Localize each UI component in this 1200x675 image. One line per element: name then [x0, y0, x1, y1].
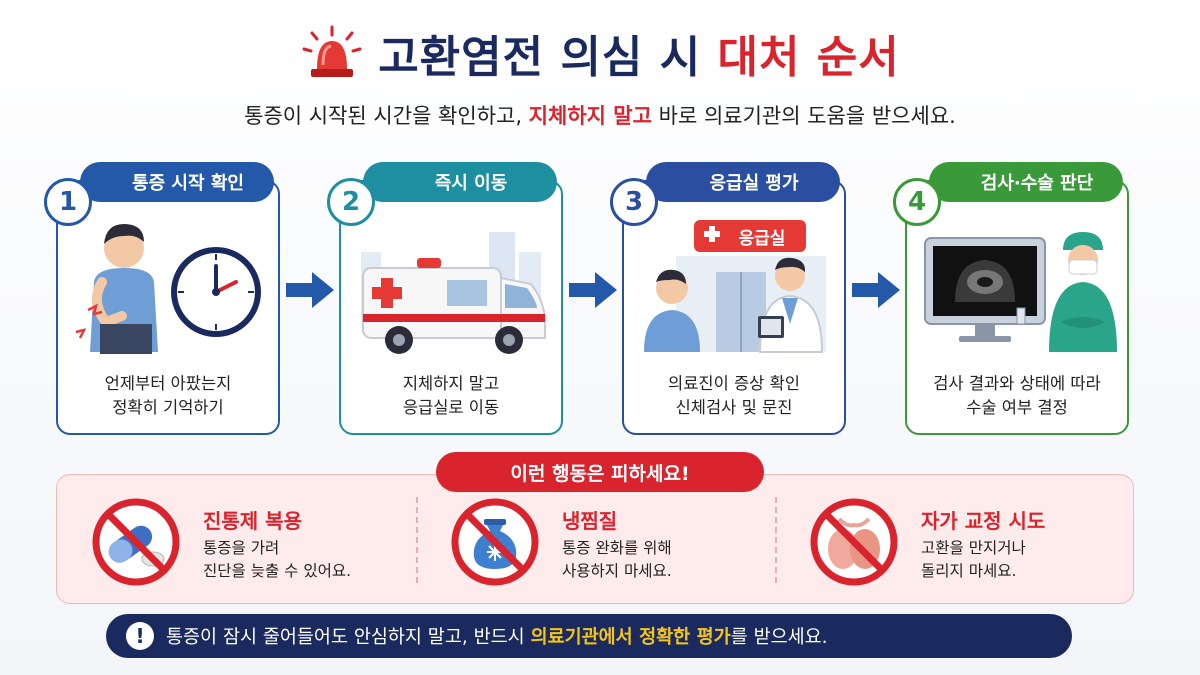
emergency-sign: 응급실 [738, 228, 786, 249]
step-label: 통증 시작 확인 [80, 162, 274, 202]
ice-pack-icon [450, 497, 540, 587]
step-card-1: 1 통증 시작 확인 [44, 162, 280, 435]
notice-part2: 를 받으세요. [730, 627, 828, 648]
desc-line2: 돌리지 마세요. [921, 562, 1017, 580]
exclamation-icon: ! [126, 622, 154, 650]
avoid-section: 진통제 복용 통증을 가려 진단을 늦출 수 있어요. [56, 474, 1134, 604]
title-row: 고환염전 의심 시 대처 순서 [0, 22, 1200, 84]
desc-line1: 통증을 가려 [203, 539, 280, 557]
avoid-description: 통증을 가려 진단을 늦출 수 있어요. [203, 537, 351, 583]
testicle-icon [809, 497, 899, 587]
subtitle-part2: 바로 의료기관의 도움을 받으세요. [658, 104, 956, 128]
divider [775, 497, 777, 583]
ambulance-illustration [349, 212, 553, 362]
divider [416, 497, 418, 583]
avoid-item-painkiller: 진통제 복용 통증을 가려 진단을 늦출 수 있어요. [57, 475, 416, 605]
step-card-2: 2 즉시 이동 지체하지 말고 응급실로 이동 [327, 162, 563, 435]
caption-line2: 수술 여부 결정 [966, 398, 1068, 417]
caption-line1: 언제부터 아팠는지 [104, 374, 232, 393]
caption-line1: 검사 결과와 상태에 따라 [933, 374, 1101, 393]
step-label: 검사·수술 판단 [929, 162, 1123, 202]
avoid-item-self-correction: 자가 교정 시도 고환을 만지거나 돌리지 마세요. [775, 475, 1134, 605]
subtitle-highlight: 지체하지 말고 [528, 104, 652, 128]
siren-icon [300, 25, 364, 81]
step-caption: 지체하지 말고 응급실로 이동 [341, 372, 561, 420]
arrow-right-icon [852, 272, 900, 308]
title-highlight: 대처 순서 [717, 32, 900, 83]
caption-line2: 정확히 기억하기 [112, 398, 224, 417]
arrow-right-icon [569, 272, 617, 308]
step-card-3: 3 응급실 평가 응급실 [610, 162, 846, 435]
step-number: 3 [610, 178, 658, 226]
caption-line1: 의료진이 증상 확인 [668, 374, 800, 393]
step-number: 1 [44, 178, 92, 226]
caption-line2: 응급실로 이동 [402, 398, 500, 417]
avoid-heading: 냉찜질 [562, 509, 618, 533]
caption-line1: 지체하지 말고 [402, 374, 500, 393]
emergency-room-illustration: 응급실 [632, 212, 836, 362]
step-caption: 검사 결과와 상태에 따라 수술 여부 결정 [907, 372, 1127, 420]
arrow-right-icon [286, 272, 334, 308]
avoid-section-title: 이런 행동은 피하세요! [436, 452, 764, 492]
desc-line1: 통증 완화를 위해 [562, 539, 672, 557]
caption-line2: 신체검사 및 문진 [675, 398, 793, 417]
notice-highlight: 의료기관에서 정확한 평가 [530, 627, 731, 648]
step-label: 응급실 평가 [646, 162, 840, 202]
step-card-4: 4 검사·수술 판단 검사 결과와 상태에 따라 수술 여 [893, 162, 1129, 435]
desc-line2: 진단을 늦출 수 있어요. [203, 562, 352, 580]
title-main: 고환염전 의심 시 [378, 32, 702, 83]
avoid-description: 통증 완화를 위해 사용하지 마세요. [562, 537, 672, 583]
bottom-notice-bar: ! 통증이 잠시 줄어들어도 안심하지 말고, 반드시 의료기관에서 정확한 평… [106, 614, 1072, 658]
avoid-heading: 진통제 복용 [203, 509, 302, 533]
step-number: 2 [327, 178, 375, 226]
step-number: 4 [893, 178, 941, 226]
step-caption: 언제부터 아팠는지 정확히 기억하기 [58, 372, 278, 420]
ultrasound-surgeon-illustration [915, 212, 1119, 362]
person-clock-illustration [66, 212, 270, 362]
subtitle-part1: 통증이 시작된 시간을 확인하고, [244, 104, 523, 128]
subtitle: 통증이 시작된 시간을 확인하고, 지체하지 말고 바로 의료기관의 도움을 받… [0, 100, 1200, 130]
page-title: 고환염전 의심 시 대처 순서 [378, 21, 900, 85]
avoid-heading: 자가 교정 시도 [921, 509, 1046, 533]
notice-part1: 통증이 잠시 줄어들어도 안심하지 말고, 반드시 [166, 627, 525, 648]
avoid-description: 고환을 만지거나 돌리지 마세요. [921, 537, 1026, 583]
pill-icon [91, 497, 181, 587]
desc-line1: 고환을 만지거나 [921, 539, 1026, 557]
avoid-item-cold-compress: 냉찜질 통증 완화를 위해 사용하지 마세요. [416, 475, 775, 605]
desc-line2: 사용하지 마세요. [562, 562, 672, 580]
step-label: 즉시 이동 [363, 162, 557, 202]
step-caption: 의료진이 증상 확인 신체검사 및 문진 [624, 372, 844, 420]
